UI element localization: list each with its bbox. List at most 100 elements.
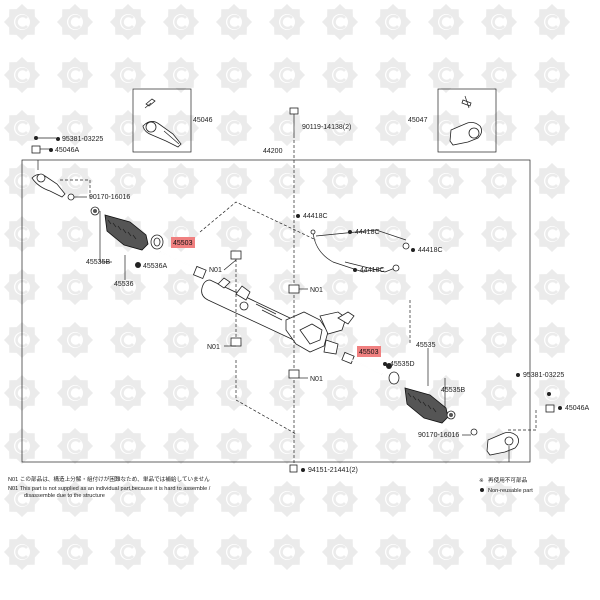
gear-logo-icon [428, 4, 464, 40]
gear-logo-icon [163, 269, 199, 305]
gear-logo-icon [375, 269, 411, 305]
gear-logo-icon [428, 57, 464, 93]
label-N01-4: N01 [310, 376, 323, 383]
gear-logo-icon [269, 269, 305, 305]
dashed-outline-bottom [235, 360, 297, 435]
gear-logo-icon [269, 163, 305, 199]
gear-logo-icon [322, 216, 358, 252]
legend-jp: 再使用不可部品 [488, 476, 528, 484]
label-45046A-right: 45046A [565, 405, 589, 412]
gear-logo-icon [534, 216, 570, 252]
label-44418C-2: 44418C [355, 229, 380, 236]
gear-logo-icon [57, 269, 93, 305]
gear-logo-icon [375, 57, 411, 93]
gear-logo-icon [375, 534, 411, 570]
gear-logo-icon [110, 428, 146, 464]
gear-logo-icon [428, 481, 464, 517]
tie-rod-end-inset-left [142, 98, 182, 148]
gear-logo-icon [322, 428, 358, 464]
label-45535: 45535 [416, 342, 436, 349]
label-44418C-4: 44418C [360, 267, 385, 274]
inner-tie-rod-right [341, 351, 383, 375]
gear-logo-icon [110, 269, 146, 305]
label-N01-3: N01 [207, 344, 220, 351]
label-45535B-left: 45535B [86, 259, 110, 266]
label-45535B-right: 45535B [441, 387, 465, 394]
gear-logo-icon [428, 428, 464, 464]
inset-box-45046 [132, 88, 192, 153]
gear-logo-icon [110, 110, 146, 146]
inner-tie-rod-left [159, 251, 207, 280]
note-jp: N01 この部品は、構造上分解・組付けが困難なため、単品では補給していません [8, 475, 210, 483]
gear-logo-icon [534, 4, 570, 40]
gear-logo-icon [163, 163, 199, 199]
label-95381-left: 95381-03225 [62, 136, 103, 143]
dashed-outline-right-end [508, 410, 537, 431]
gear-logo-icon [534, 534, 570, 570]
gear-logo-icon [216, 481, 252, 517]
tie-rod-end-right [470, 392, 555, 462]
gear-logo-icon [110, 481, 146, 517]
inset-box-45047 [437, 88, 497, 153]
gear-logo-icon [375, 481, 411, 517]
gear-logo-icon [57, 375, 93, 411]
gear-logo-icon [481, 534, 517, 570]
gear-logo-icon [428, 163, 464, 199]
gear-logo-icon [481, 481, 517, 517]
gear-logo-icon [375, 110, 411, 146]
gear-logo-icon [269, 110, 305, 146]
gear-logo-icon [534, 428, 570, 464]
gear-logo-icon [481, 110, 517, 146]
gear-logo-icon [216, 57, 252, 93]
gear-logo-icon [57, 428, 93, 464]
label-44418C-3: 44418C [418, 247, 443, 254]
bullet-44418C-3 [411, 248, 415, 252]
gear-logo-icon [4, 4, 40, 40]
gear-logo-icon [4, 481, 40, 517]
gear-logo-icon [216, 4, 252, 40]
assembly-frame [21, 159, 531, 463]
gear-logo-icon [269, 4, 305, 40]
gear-logo-icon [375, 216, 411, 252]
gear-logo-icon [57, 163, 93, 199]
gear-logo-icon [534, 322, 570, 358]
label-45536A: 45536A [143, 263, 167, 270]
gear-logo-icon [216, 375, 252, 411]
bullet-45046A-left [49, 148, 53, 152]
gear-logo-icon [322, 110, 358, 146]
gear-logo-icon [481, 163, 517, 199]
gear-logo-icon [322, 534, 358, 570]
label-94151: 94151-21441(2) [308, 467, 358, 474]
gear-logo-icon [322, 375, 358, 411]
label-95381-right: 95381-03225 [523, 372, 564, 379]
gear-logo-icon [110, 4, 146, 40]
label-N01-1: N01 [209, 267, 222, 274]
gear-logo-icon [163, 322, 199, 358]
gear-logo-icon [57, 216, 93, 252]
gear-logo-icon [4, 534, 40, 570]
gear-logo-icon [269, 428, 305, 464]
gear-logo-icon [269, 216, 305, 252]
mount-bushings [223, 250, 308, 379]
gear-logo-icon [322, 4, 358, 40]
gear-logo-icon [57, 57, 93, 93]
gear-logo-icon [163, 534, 199, 570]
label-45536: 45536 [114, 281, 134, 288]
gear-logo-icon [534, 481, 570, 517]
legend-marker-1: ※ [479, 478, 484, 484]
bolt-90119 [289, 107, 299, 470]
gear-logo-icon [269, 57, 305, 93]
bullet-44418C-4 [353, 268, 357, 272]
gear-logo-icon [322, 163, 358, 199]
gear-logo-icon [216, 163, 252, 199]
dashed-outline-left-end [60, 179, 91, 198]
gear-logo-icon [481, 4, 517, 40]
gear-logo-icon [481, 375, 517, 411]
gear-logo-icon [4, 110, 40, 146]
bullet-45535D [383, 362, 387, 366]
rack-boot-left [90, 206, 164, 280]
label-90119: 90119-14138(2) [302, 124, 351, 131]
gear-logo-icon [481, 216, 517, 252]
